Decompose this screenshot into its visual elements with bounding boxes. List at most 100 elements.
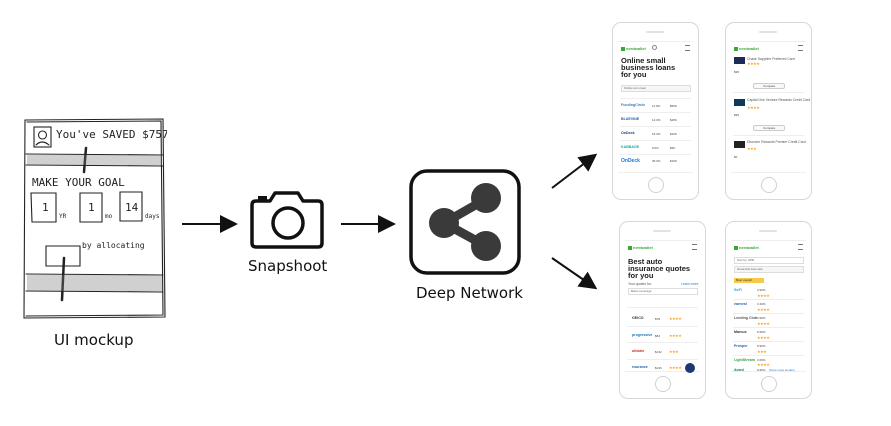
divider bbox=[627, 359, 698, 360]
lender-apr: 9.0% bbox=[652, 146, 659, 150]
page-title: Online small business loans for you bbox=[621, 56, 676, 79]
arrow-network-to-top bbox=[551, 153, 598, 189]
rating-stars: ★★★★ bbox=[669, 365, 682, 370]
quotes-for-label: Your quotes for: bbox=[628, 282, 652, 286]
rating-stars: ★★★ bbox=[747, 146, 757, 151]
home-button bbox=[648, 177, 664, 193]
card-fee: $95 bbox=[734, 70, 740, 74]
lender-logo: Lending Club bbox=[734, 316, 757, 320]
loan-filter[interactable]: Great fast loan rate bbox=[734, 266, 804, 273]
phone-speaker bbox=[759, 31, 777, 33]
divider bbox=[627, 307, 698, 308]
insurer-price: $136 bbox=[655, 366, 662, 370]
page-title: Best auto insurance quotes for you bbox=[628, 257, 691, 280]
menu-icon bbox=[798, 244, 803, 250]
rating-stars: ★★★★ bbox=[669, 333, 682, 338]
divider bbox=[620, 140, 691, 141]
divider bbox=[620, 154, 691, 155]
divider bbox=[620, 112, 691, 113]
phone-business-loans: nerdwallet Online small business loans f… bbox=[612, 22, 699, 200]
lender-logo: BLUEVINE bbox=[621, 117, 640, 121]
phone-screen: nerdwallet Best auto insurance quotes fo… bbox=[625, 240, 700, 373]
lender-logo: earnest bbox=[734, 302, 747, 306]
sketch-goal-text: MAKE YOUR GOAL bbox=[32, 176, 125, 189]
phone-screen: nerdwallet Sort by: APR Great fast loan … bbox=[731, 240, 806, 372]
phone-credit-cards: nerdwallet Chase Sapphire Preferred Card… bbox=[725, 22, 812, 200]
sketch-unit-2: mo bbox=[105, 213, 113, 220]
divider bbox=[733, 299, 804, 300]
sort-select[interactable]: Sort by: APR bbox=[734, 257, 804, 264]
rating-stars: ★★★ bbox=[669, 349, 679, 354]
sketch-by-text: by allocating bbox=[82, 241, 145, 250]
lender-apr: 35.0% bbox=[652, 159, 661, 163]
sketch-field-3: 14 bbox=[125, 201, 139, 214]
divider bbox=[733, 341, 804, 342]
phone-personal-loans: nerdwallet Sort by: APR Great fast loan … bbox=[725, 221, 812, 399]
rating-stars: ★★★★ bbox=[747, 105, 760, 110]
rating-stars: ★★★★ bbox=[757, 321, 770, 326]
rating-stars: ★★★★ bbox=[669, 316, 682, 321]
home-button bbox=[761, 177, 777, 193]
lender-rate: 2.99% bbox=[757, 288, 766, 292]
snapshoot-label: Snapshoot bbox=[248, 257, 328, 275]
divider bbox=[627, 326, 698, 327]
divider bbox=[733, 327, 804, 328]
menu-icon bbox=[692, 244, 697, 250]
divider bbox=[733, 355, 804, 356]
ui-mockup-label: UI mockup bbox=[54, 331, 134, 349]
menu-icon bbox=[685, 45, 690, 51]
card-fee: $95 bbox=[734, 113, 740, 117]
lender-logo: SoFi bbox=[734, 288, 742, 292]
lender-rate: 3.49% bbox=[757, 302, 766, 306]
nerdwallet-logo: nerdwallet bbox=[621, 46, 646, 51]
card-name: Capital One Venture Rewards Credit Card bbox=[747, 98, 811, 102]
lender-logo: KABBAGE bbox=[621, 145, 640, 149]
lender-logo: Prosper bbox=[734, 344, 748, 348]
lender-rate: 9.95% bbox=[757, 368, 766, 372]
nerdwallet-logo: nerdwallet bbox=[734, 46, 759, 51]
lender-logo: OnDeck bbox=[621, 158, 640, 164]
phone-screen: nerdwallet Chase Sapphire Preferred Card… bbox=[731, 41, 810, 173]
lender-term: $50K bbox=[670, 104, 678, 108]
phone-speaker bbox=[646, 31, 664, 33]
arrow-network-to-bottom bbox=[551, 257, 598, 290]
insurer-logo: GEICO bbox=[632, 316, 644, 320]
card-image bbox=[734, 57, 745, 64]
rating-stars: ★★★★ bbox=[747, 61, 760, 66]
lender-term: $25K bbox=[670, 118, 678, 122]
rating-stars: ★★★★ bbox=[757, 362, 770, 367]
lender-rate: 3.09% bbox=[757, 358, 766, 362]
insurer-price: $78 bbox=[655, 317, 661, 321]
learn-more-link[interactable]: Learn more bbox=[681, 282, 699, 286]
compare-button[interactable]: Compare bbox=[753, 125, 785, 131]
phone-screen: nerdwallet Online small business loans f… bbox=[618, 41, 693, 173]
nerdwallet-logo: nerdwallet bbox=[734, 245, 759, 250]
lender-term: $5K bbox=[670, 146, 676, 150]
phone-speaker bbox=[653, 230, 671, 232]
show-more-link[interactable]: Show more lenders bbox=[769, 368, 795, 372]
lender-logo: Avant bbox=[734, 368, 744, 372]
sketch-unit-1: YR bbox=[59, 213, 67, 220]
lender-apr: 15.0% bbox=[652, 132, 661, 136]
sketch-field-1: 1 bbox=[42, 201, 49, 214]
coverage-select[interactable]: Basic coverage bbox=[628, 288, 698, 295]
camera-icon bbox=[250, 191, 324, 249]
lender-apr: 11.9% bbox=[652, 104, 661, 108]
lender-term: $10K bbox=[670, 159, 678, 163]
card-name: Discover Rewards Premier Credit Card bbox=[747, 140, 806, 144]
insurer-price: $132 bbox=[655, 350, 662, 354]
search-icon bbox=[652, 45, 657, 50]
sketch-saved-text: You've SAVED $7575.00 bbox=[56, 128, 167, 141]
rating-stars: ★★★★ bbox=[757, 307, 770, 312]
compare-button[interactable]: Compare bbox=[753, 83, 785, 89]
phone-speaker bbox=[759, 230, 777, 232]
phone-auto-insurance: nerdwallet Best auto insurance quotes fo… bbox=[619, 221, 706, 399]
rating-stars: ★★★★ bbox=[757, 335, 770, 340]
loan-filter[interactable]: Online term loan bbox=[621, 85, 691, 92]
card-fee: $0 bbox=[734, 155, 738, 159]
lender-term: $10K bbox=[670, 132, 678, 136]
insurer-logo: progressive bbox=[632, 333, 653, 337]
card-name: Chase Sapphire Preferred Card bbox=[747, 57, 795, 61]
rating-stars: ★★★ bbox=[757, 349, 767, 354]
